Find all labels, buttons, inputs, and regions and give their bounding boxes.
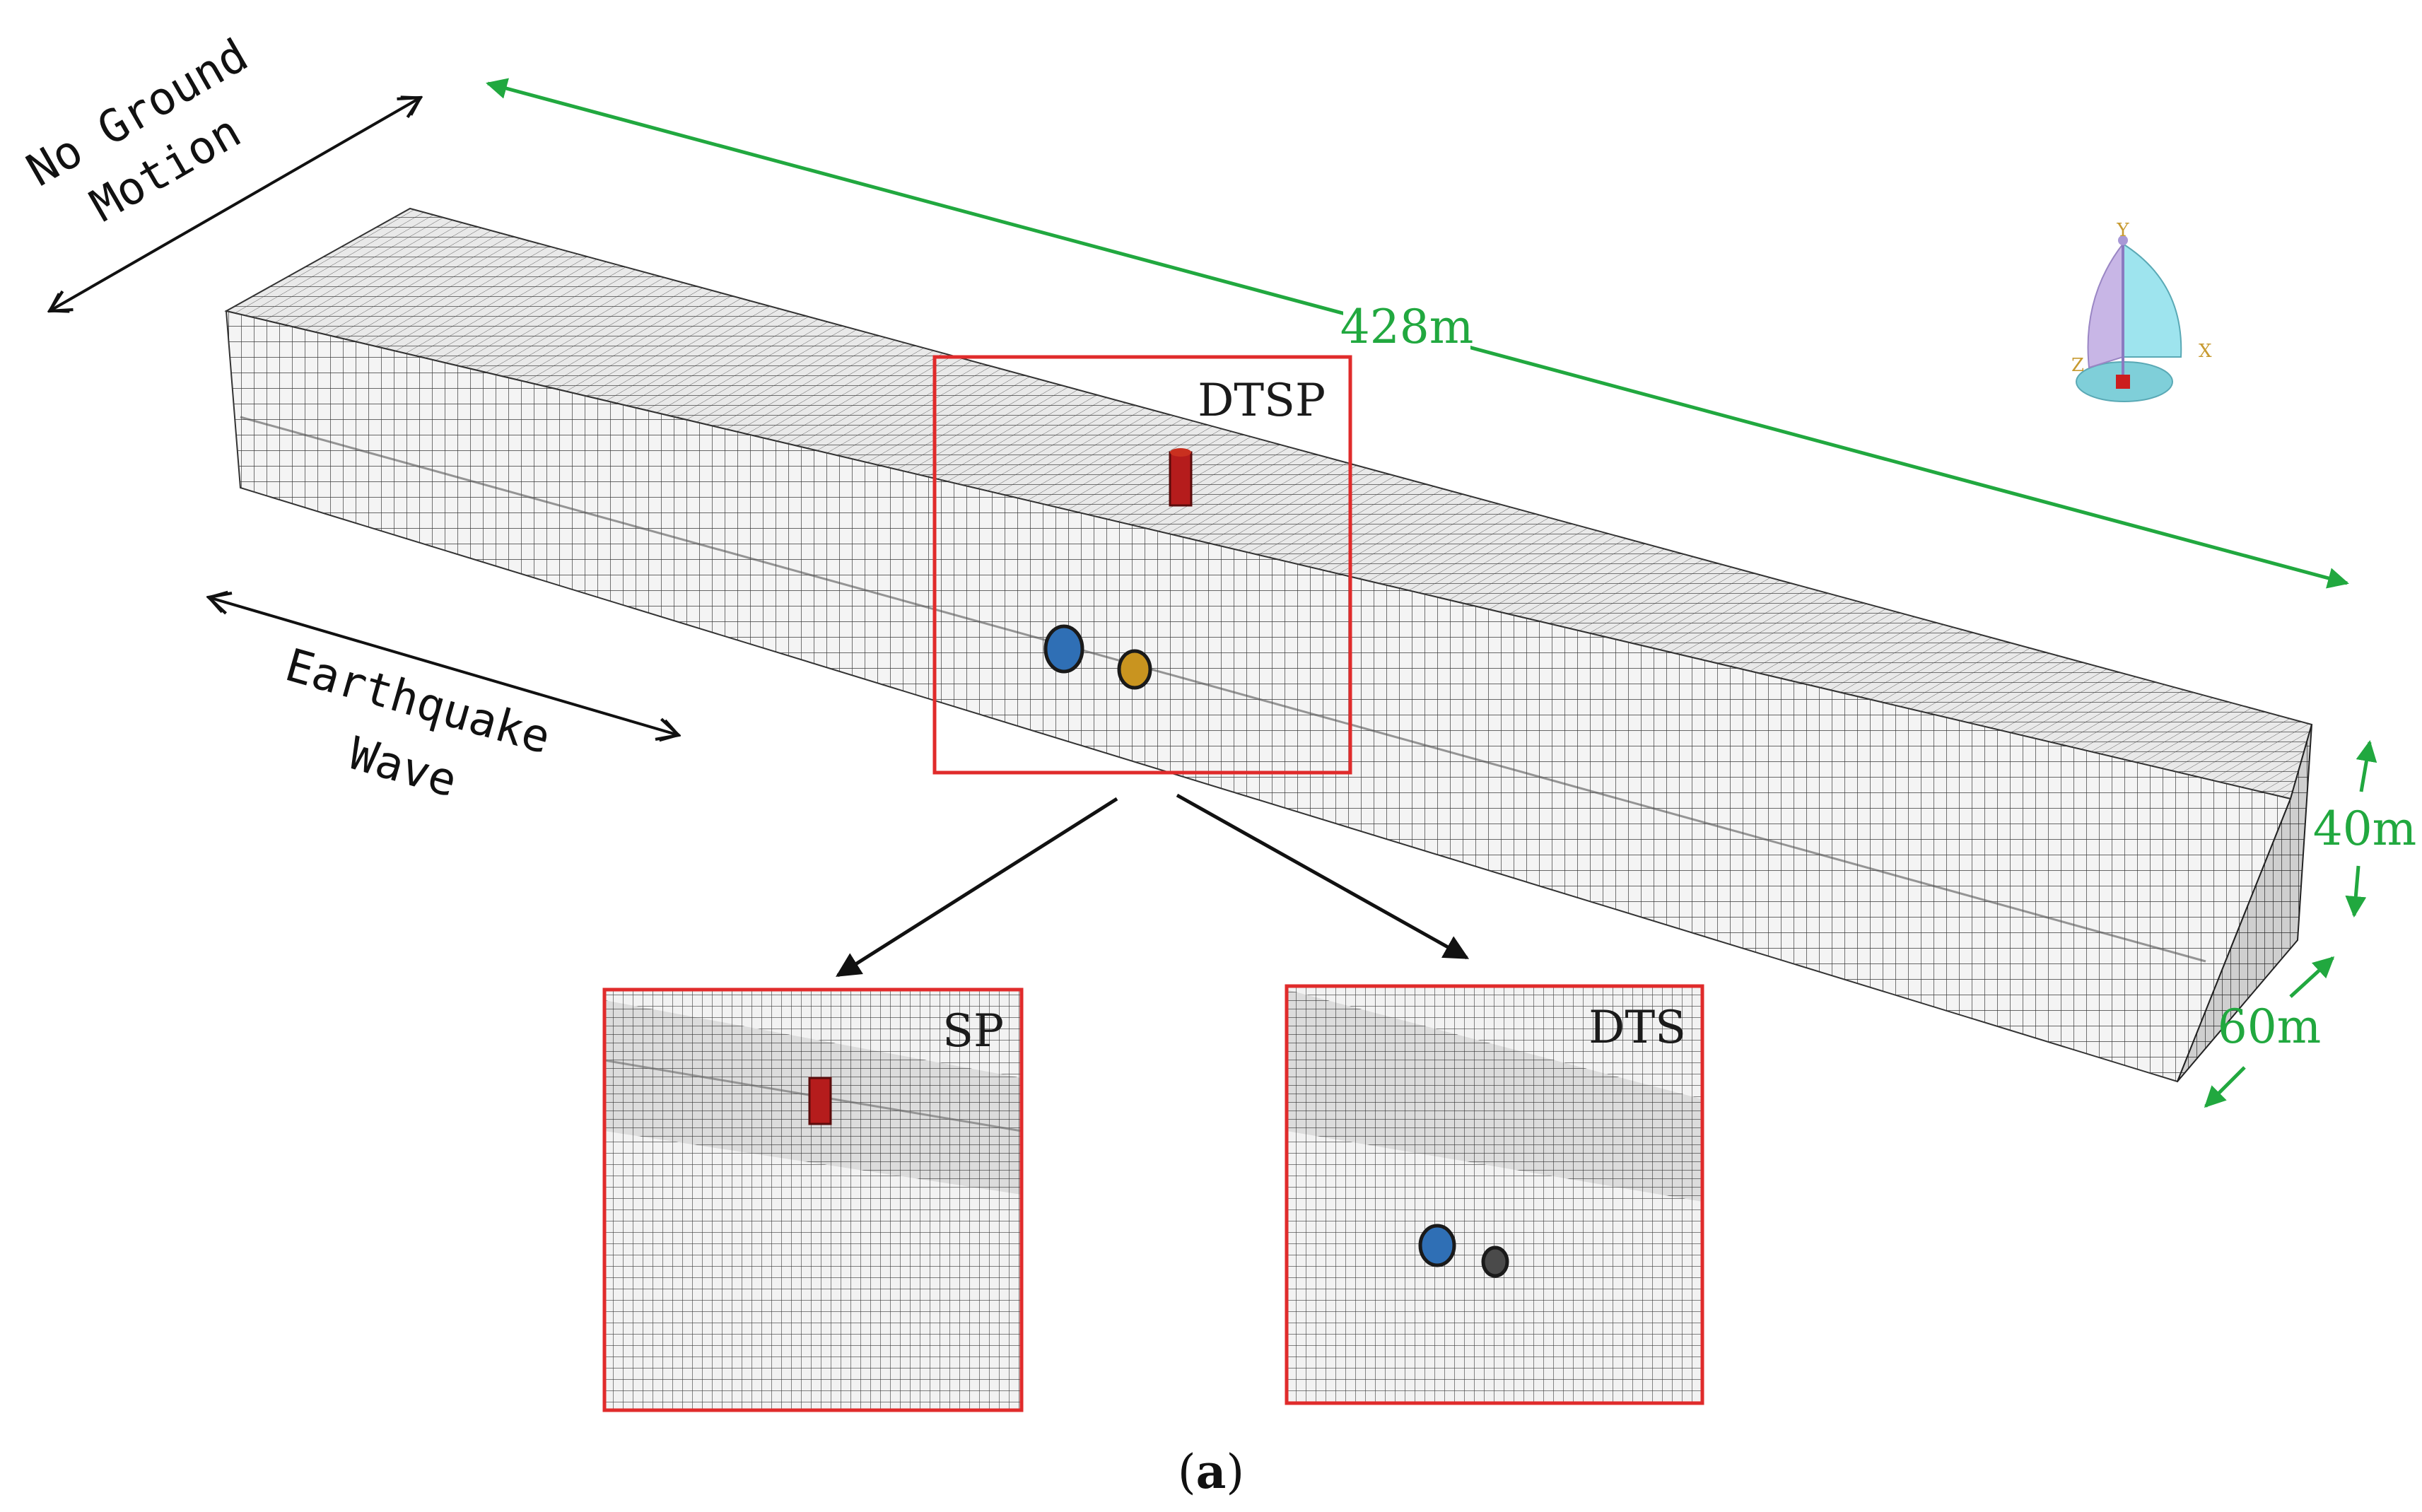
soil-block xyxy=(224,207,2313,1083)
axis-origin-marker xyxy=(2116,375,2130,389)
length-label: 428m xyxy=(1340,300,1474,354)
no-ground-motion-label: No Ground Motion xyxy=(18,29,257,232)
soil-block-end-face xyxy=(2177,724,2312,1082)
sp-label: SP xyxy=(942,1005,1004,1057)
zoom-arrow-dts xyxy=(1176,793,1470,960)
height-arrow-down xyxy=(2345,865,2367,918)
station-shaft-top xyxy=(1170,448,1191,457)
axis-triad: Y X Z xyxy=(2071,220,2212,402)
axis-x-label: X xyxy=(2199,341,2212,362)
tunnel-blue xyxy=(1043,624,1084,674)
figure-caption: (a) xyxy=(1178,1444,1244,1499)
width-arrow-up xyxy=(2289,956,2335,998)
dts-inset: DTS xyxy=(1285,984,1704,1405)
height-arrow-up xyxy=(2356,740,2377,792)
dtsp-label: DTSP xyxy=(1198,375,1326,427)
zoom-arrow-sp xyxy=(836,797,1118,978)
caption-open-paren: ( xyxy=(1178,1445,1196,1499)
dts-tunnel-gray xyxy=(1481,1246,1509,1278)
dts-frame xyxy=(1285,984,1704,1405)
width-arrow-down xyxy=(2204,1066,2246,1108)
caption-close-paren: ) xyxy=(1226,1445,1244,1499)
dts-tunnel-blue xyxy=(1418,1224,1456,1267)
earthquake-wave-line2: Wave xyxy=(344,727,463,808)
sp-station-shaft xyxy=(808,1077,832,1125)
axis-z-label: Z xyxy=(2071,355,2084,376)
caption-letter: a xyxy=(1196,1444,1227,1499)
tunnel-yellow xyxy=(1117,649,1152,690)
height-label: 40m xyxy=(2313,802,2417,856)
sp-frame xyxy=(602,988,1024,1412)
earthquake-wave-arrow xyxy=(209,597,679,735)
width-label: 60m xyxy=(2218,1000,2322,1054)
axis-y-label: Y xyxy=(2116,220,2129,241)
dts-label: DTS xyxy=(1589,1002,1686,1054)
no-ground-motion-arrow xyxy=(49,98,421,311)
sp-inset: SP xyxy=(602,988,1024,1412)
station-shaft xyxy=(1169,451,1193,507)
